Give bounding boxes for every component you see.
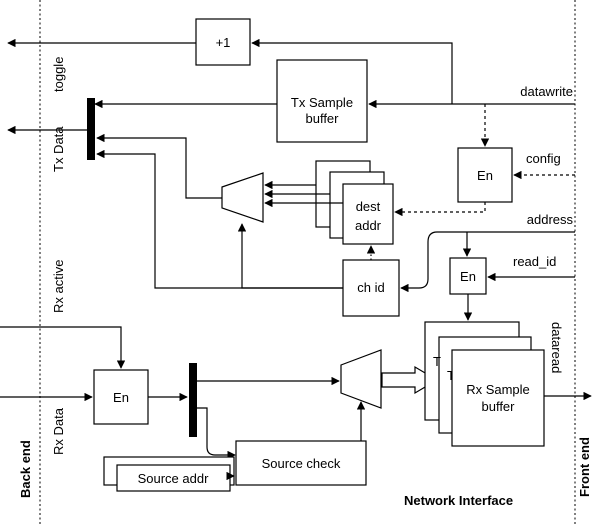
enable-to-dest-arrow xyxy=(394,202,486,217)
rx-buffer-label-1: Rx Sample xyxy=(466,382,530,397)
read-enable-block xyxy=(449,257,487,295)
rx-sample-buffer xyxy=(451,349,545,447)
rx-active-label: Rx active xyxy=(51,260,66,313)
source-addr-label: Source addr xyxy=(138,471,209,486)
chid-to-tx-bar-arrow xyxy=(96,149,343,289)
back-end-label: Back end xyxy=(18,440,33,498)
rx-bar-to-source-check-arrow xyxy=(197,407,236,460)
tx-sample-buffer xyxy=(276,59,368,143)
source-check-label: Source check xyxy=(262,456,341,471)
tx-address-mux xyxy=(221,172,264,223)
dest-label-2: addr xyxy=(355,218,382,233)
dest-label-1: dest xyxy=(356,199,381,214)
tx-buffer-label-1: Tx Sample xyxy=(291,95,353,110)
dest-addr-register xyxy=(342,183,394,245)
tx-data-bar xyxy=(87,98,95,160)
front-end-label: Front end xyxy=(577,437,592,497)
rx-enable-label: En xyxy=(113,390,129,405)
source-check-block xyxy=(235,440,367,486)
address-label: address xyxy=(527,212,574,227)
rx-buffer-back-2-label: T xyxy=(433,354,441,369)
increment-block xyxy=(195,18,251,66)
mux-to-tx-bar-arrow xyxy=(96,133,222,199)
rx-buffer-label-2: buffer xyxy=(481,399,515,414)
chid-to-mux-select-arrow xyxy=(237,223,343,289)
channel-id-register xyxy=(342,259,400,317)
address-to-chid-arrow xyxy=(400,231,575,293)
channel-id-label: ch id xyxy=(357,280,384,295)
rx-data-label: Rx Data xyxy=(51,407,66,455)
rx-data-mux xyxy=(340,349,382,409)
rx-buffer-back-1-label: T xyxy=(447,368,455,383)
network-interface-label: Network Interface xyxy=(404,493,513,508)
config-enable-label: En xyxy=(477,168,493,183)
rx-active-input-arrow xyxy=(0,326,126,369)
increment-label: +1 xyxy=(216,35,231,50)
tx-data-label: Tx Data xyxy=(51,126,66,172)
read-enable-label: En xyxy=(460,269,476,284)
config-enable-block xyxy=(457,147,513,203)
config-label: config xyxy=(526,151,561,166)
rx-data-bar xyxy=(189,363,197,437)
toggle-label: toggle xyxy=(51,57,66,92)
datawrite-label: datawrite xyxy=(520,84,573,99)
read-id-label: read_id xyxy=(513,254,556,269)
source-addr-register xyxy=(116,464,231,492)
tx-buffer-label-2: buffer xyxy=(305,111,339,126)
dataread-label: dataread xyxy=(549,322,564,373)
datawrite-to-increment-arrow xyxy=(251,38,453,104)
rx-enable-block xyxy=(93,369,149,425)
